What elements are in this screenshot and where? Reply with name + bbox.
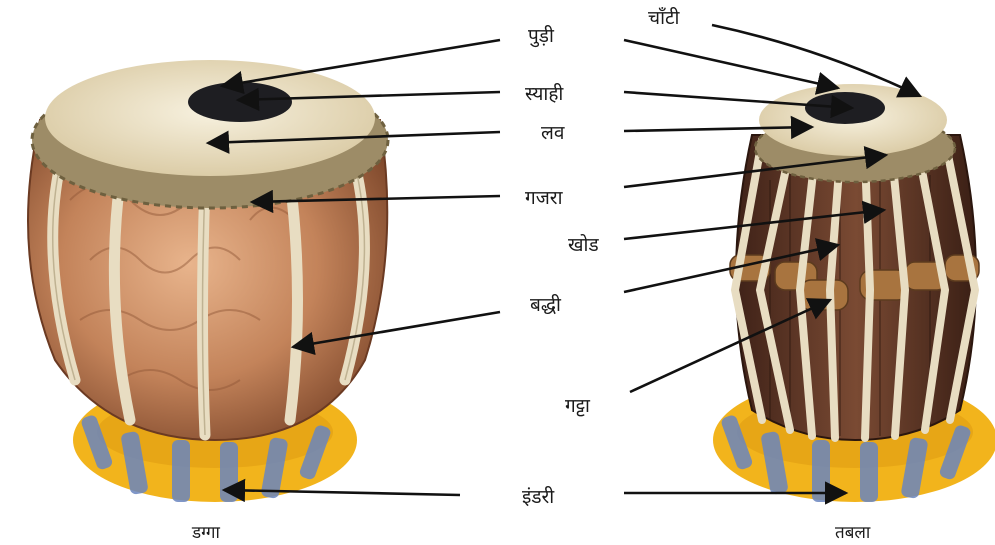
dagga-syahi — [188, 82, 292, 122]
label-syahi: स्याही — [525, 80, 563, 106]
dagga-drum — [28, 60, 388, 502]
arrow-pudi-tabla — [624, 40, 838, 88]
label-lav: लव — [541, 119, 564, 145]
label-baddhi: बद्धी — [530, 291, 561, 317]
label-gatta: गट्टा — [565, 392, 590, 418]
arrow-chanti-tabla — [712, 25, 920, 96]
caption-dagga: डग्गा — [192, 520, 220, 543]
label-pudi: पुड़ी — [528, 22, 554, 48]
label-gajra: गजरा — [525, 184, 563, 210]
arrow-pudi-dagga — [222, 40, 500, 86]
label-khod: खोड — [568, 231, 599, 257]
label-chanti: चाँटी — [648, 4, 679, 30]
label-indri: इंडरी — [522, 483, 554, 509]
caption-tabla: तबला — [835, 520, 870, 543]
tabla-drum — [713, 84, 995, 502]
